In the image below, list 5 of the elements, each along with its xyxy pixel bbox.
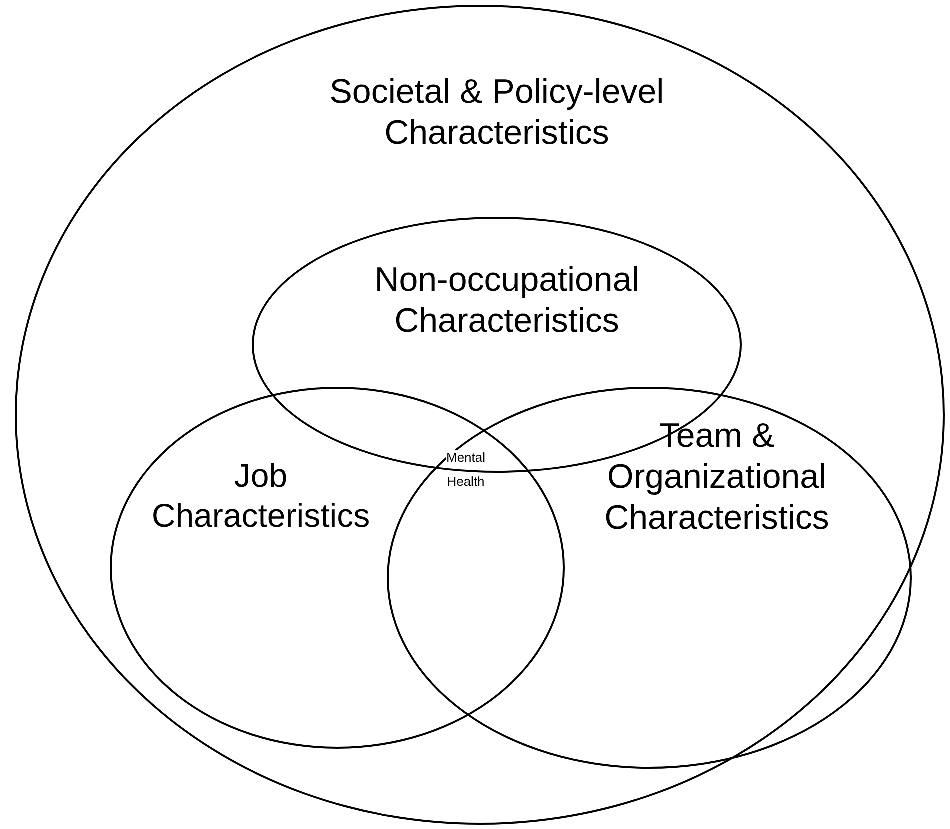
ellipse-label: Non-occupational Characteristics [374,260,640,342]
ellipse-label: Societal & Policy-level Characteristics [328,72,666,154]
ellipse-label: Team & Organizational Characteristics [604,416,830,538]
ellipse-label: Job Characteristics [150,456,372,536]
venn-ellipse [15,5,945,825]
